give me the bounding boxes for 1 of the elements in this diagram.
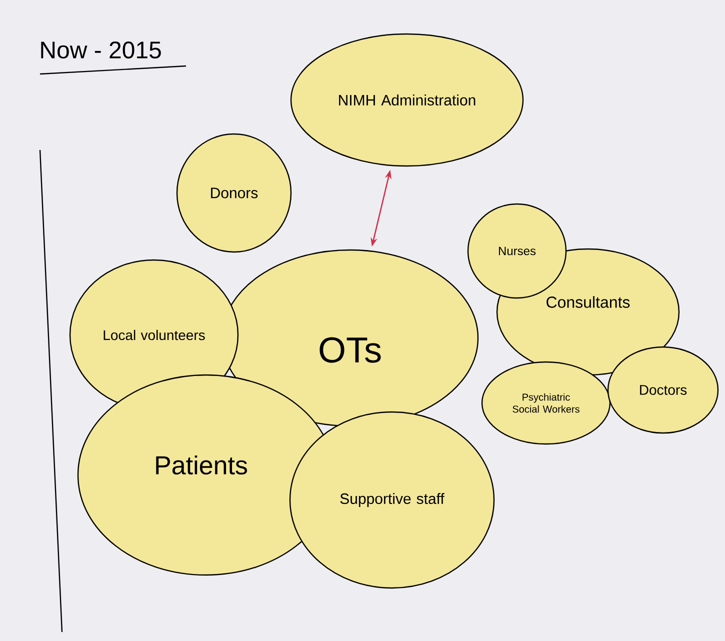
title: Now - 2015 — [41, 42, 161, 58]
